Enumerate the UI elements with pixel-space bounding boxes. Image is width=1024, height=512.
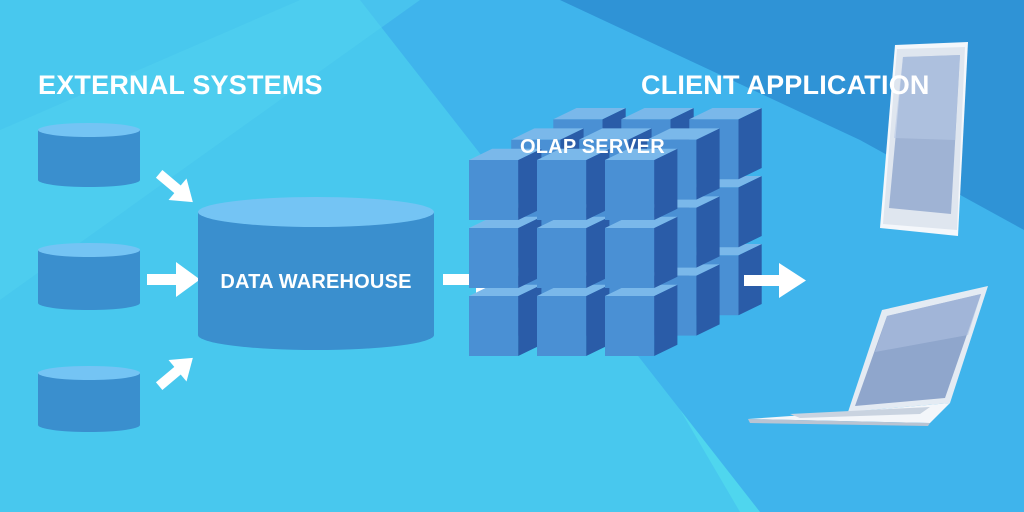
- arrow-right-icon: [155, 357, 193, 390]
- data-warehouse-icon: [198, 197, 434, 350]
- background-facet-accent: [0, 0, 420, 300]
- olap-cubelet: [605, 216, 678, 288]
- arrow-right-icon: [744, 263, 806, 298]
- olap-cubelet: [469, 148, 542, 220]
- olap-cubelet: [537, 148, 610, 220]
- database-icon: [38, 243, 140, 310]
- client-application-label: CLIENT APPLICATION: [641, 70, 930, 100]
- data-warehouse-label: DATA WAREHOUSE: [220, 271, 412, 293]
- olap-cubelet: [605, 148, 678, 220]
- arrow-right-icon: [155, 170, 193, 203]
- arrow-right-icon: [147, 262, 200, 297]
- laptop-icon: [748, 286, 988, 426]
- external-systems-label: EXTERNAL SYSTEMS: [38, 70, 323, 100]
- olap-cubelet: [537, 284, 610, 356]
- tablet-icon: [880, 42, 968, 236]
- olap-cubelet: [537, 216, 610, 288]
- olap-cube-icon: [469, 108, 762, 356]
- database-icon: [38, 123, 140, 187]
- olap-cubelet: [469, 284, 542, 356]
- database-icon: [38, 366, 140, 432]
- olap-cubelet: [469, 216, 542, 288]
- olap-server-label: OLAP SERVER: [520, 136, 665, 158]
- olap-cubelet: [605, 284, 678, 356]
